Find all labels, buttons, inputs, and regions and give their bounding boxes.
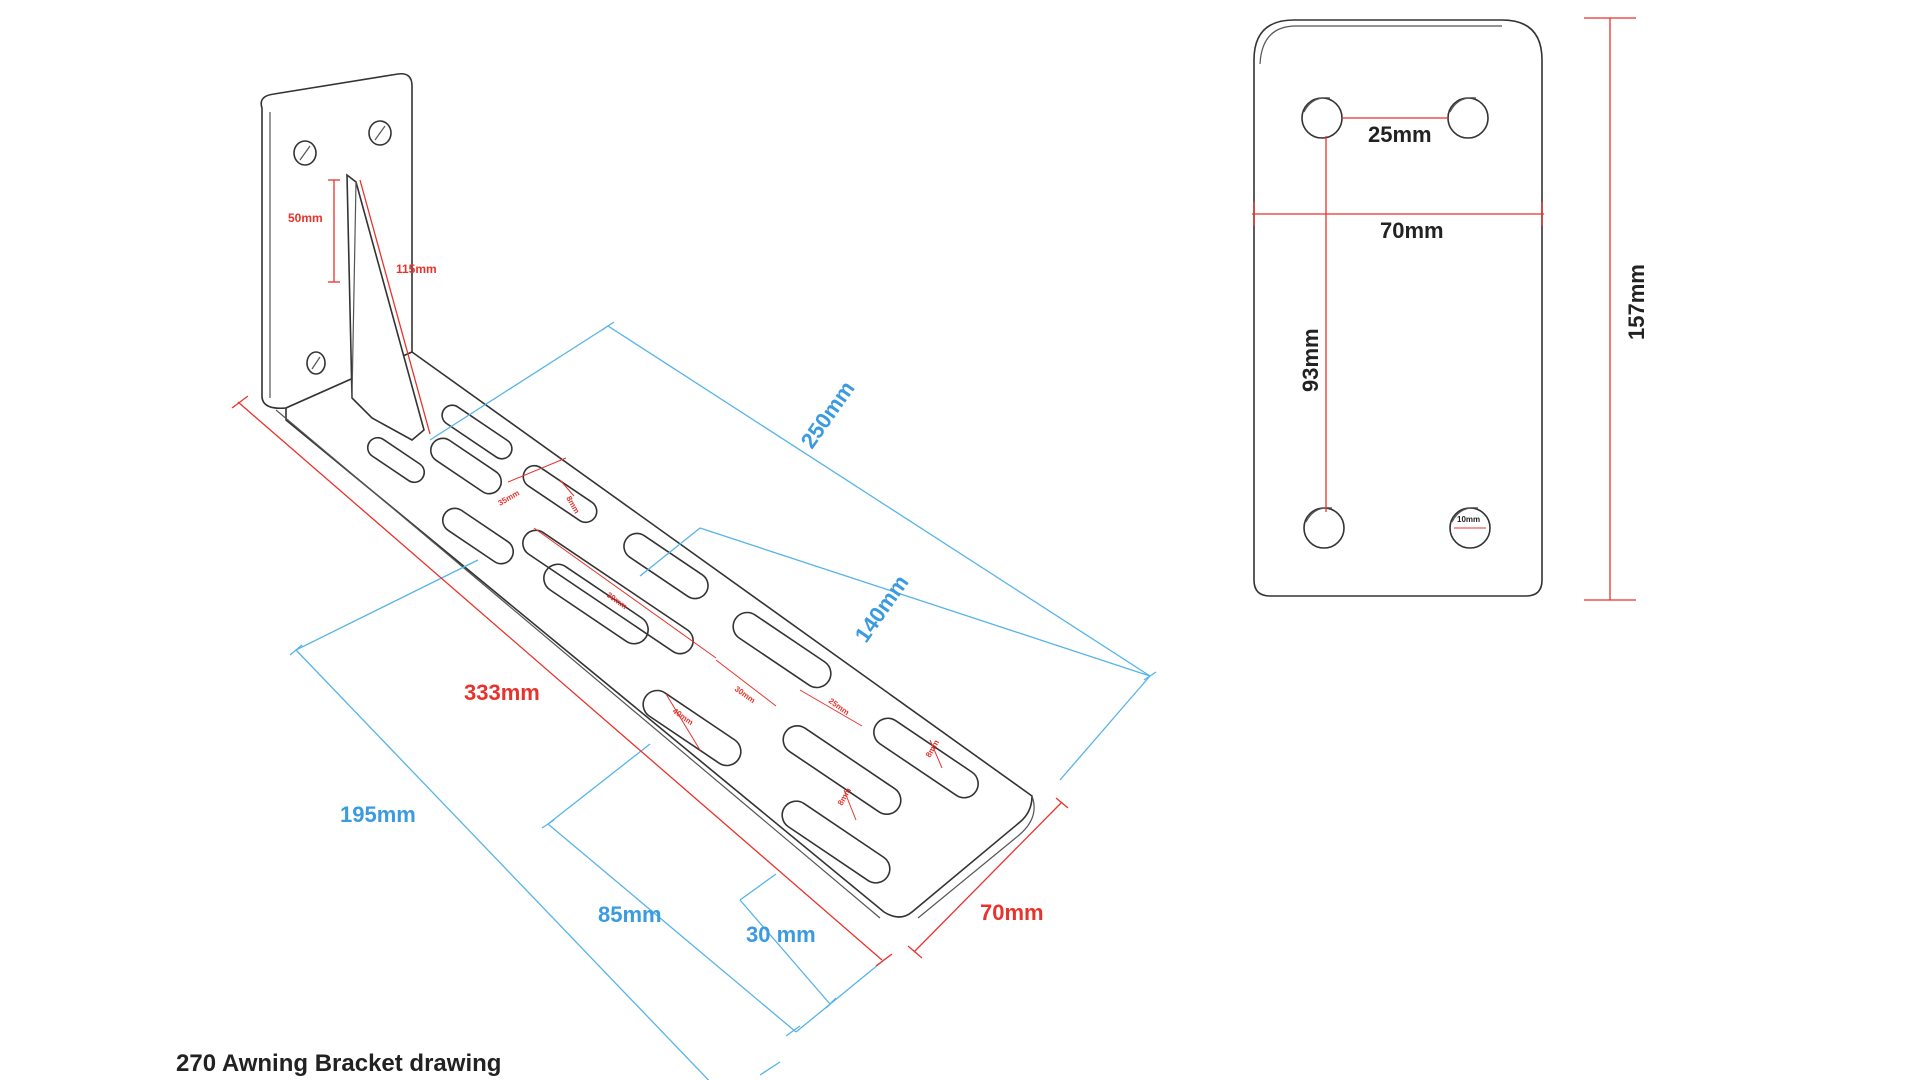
dim-140: 140mm — [850, 570, 914, 646]
slots — [366, 404, 979, 884]
dim-85: 85mm — [598, 902, 662, 927]
dim-157: 157mm — [1624, 264, 1649, 340]
bracket-drawing: 50mm 115mm 35mm 8mm 30mm 30mm 25mm 40mm … — [231, 72, 1157, 1080]
dim-115: 115mm — [396, 262, 437, 276]
small-red-dims — [328, 179, 943, 821]
dim-250: 250mm — [796, 376, 860, 452]
red-dims — [231, 395, 1069, 967]
dim-93: 93mm — [1298, 328, 1323, 392]
dim-50: 50mm — [288, 211, 323, 225]
hole-2 — [368, 120, 392, 146]
dim-333: 333mm — [464, 680, 540, 705]
dim-195: 195mm — [340, 802, 416, 827]
hole-1 — [293, 140, 317, 166]
blue-dims — [289, 321, 1157, 1080]
dim-hole: 10mm — [1457, 515, 1480, 524]
dim-30: 30 mm — [746, 922, 816, 947]
bracket-horizontal-plate — [285, 351, 1033, 918]
dim-25: 25mm — [1368, 122, 1432, 147]
plate-drawing: 25mm 70mm 93mm 157mm 10mm — [1252, 17, 1649, 601]
plate-outline — [1253, 19, 1543, 597]
drawing-caption: 270 Awning Bracket drawing — [176, 1050, 502, 1077]
dim-70-plate: 70mm — [1380, 218, 1444, 243]
hole-3 — [306, 351, 326, 375]
dim-70-bracket: 70mm — [980, 900, 1044, 925]
